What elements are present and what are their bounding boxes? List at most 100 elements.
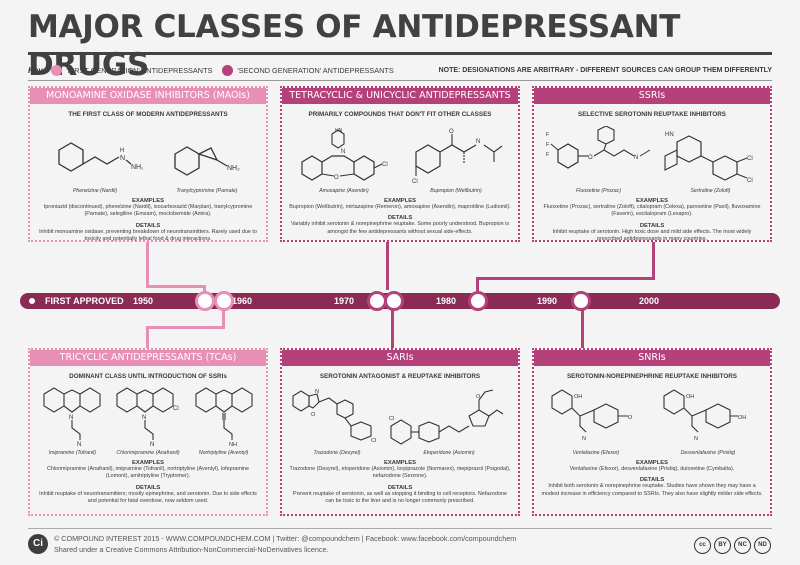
svg-text:N: N — [150, 442, 154, 448]
venlafaxine-structure: OH N O Venlafaxine (Efexor) — [546, 386, 646, 456]
desvenlafaxine-structure-icon: OH N OH — [663, 389, 746, 442]
nortriptyline-structure: NH Nortriptyline (Aventyl) — [192, 386, 256, 456]
etoperidone-structure-icon: Cl O — [389, 389, 504, 445]
snri-header: SNRIs — [534, 350, 770, 366]
maoi-card: MONOAMINE OXIDASE INHIBITORS (MAOIs) THE… — [28, 86, 268, 242]
sari-card: SARIs SEROTONIN ANTAGONIST & REUPTAKE IN… — [280, 348, 520, 516]
title-divider — [28, 52, 772, 55]
nortriptyline-caption: Nortriptyline (Aventyl) — [198, 450, 249, 456]
sari-subtitle: SEROTONIN ANTAGONIST & REUPTAKE INHIBITO… — [319, 373, 481, 380]
svg-text:NH₂: NH₂ — [131, 164, 143, 171]
maoi-structures: N H NH₂ Phenelzine (Nardil) NH₂ Tranylcy… — [30, 122, 266, 194]
maoi-subtitle: THE FIRST CLASS OF MODERN ANTIDEPRESSANT… — [68, 111, 228, 118]
tca-card: TRICYCLIC ANTIDEPRESSANTS (TCAs) DOMINAN… — [28, 348, 268, 516]
svg-text:HN: HN — [665, 132, 674, 138]
imipramine-caption: Imipramine (Tofranil) — [48, 450, 97, 456]
fluoxetine-structure: F F F O N Fluoxetine (Prozac) — [544, 126, 654, 194]
timeline-start-dot — [26, 295, 38, 307]
maoi-connector-h — [146, 285, 206, 288]
first-approved-label: FIRST APPROVED — [45, 296, 124, 306]
etoperidone-structure: Cl O Etoperidone (Axiomin) — [389, 386, 509, 456]
nc-icon: NC — [734, 536, 751, 554]
svg-text:Cl: Cl — [412, 179, 418, 185]
tetra-details-heading: DETAILS — [387, 215, 413, 222]
tranylcypromine-structure-icon: NH₂ — [174, 146, 240, 176]
by-icon: BY — [714, 536, 731, 554]
svg-text:NH: NH — [229, 442, 237, 448]
second-gen-label: 'SECOND GENERATION' ANTIDEPRESSANTS — [237, 65, 394, 75]
tetra-subtitle: PRIMARILY COMPOUNDS THAT DON'T FIT OTHER… — [308, 111, 492, 118]
snri-examples-heading: EXAMPLES — [636, 460, 668, 466]
decade-1960: 1960 — [232, 296, 253, 306]
fluoxetine-caption: Fluoxetine (Prozac) — [576, 188, 621, 194]
svg-text:N: N — [120, 155, 125, 162]
svg-text:O: O — [628, 415, 633, 421]
bupropion-structure-icon: Cl O N — [412, 129, 503, 185]
svg-text:O: O — [334, 175, 339, 181]
snri-examples: Venlafaxine (Efexor), desvenlafaxine (Pr… — [569, 466, 735, 472]
svg-text:O: O — [449, 129, 454, 135]
imipramine-structure: N N Imipramine (Tofranil) — [40, 386, 104, 456]
maoi-header: MONOAMINE OXIDASE INHIBITORS (MAOIs) — [30, 88, 266, 104]
svg-text:H: H — [120, 148, 124, 154]
maoi-details: Inhibit monoamine oxidase, preventing br… — [39, 228, 257, 242]
tetra-examples-heading: EXAMPLES — [384, 198, 416, 204]
svg-text:Cl: Cl — [382, 162, 388, 168]
svg-text:F: F — [546, 132, 550, 138]
svg-text:Cl: Cl — [747, 156, 753, 162]
tca-connector-v2 — [146, 326, 149, 350]
snri-details-heading: DETAILS — [639, 477, 665, 484]
key-label: Key: — [28, 65, 46, 75]
cc-licence-badges: cc BY NC ND — [694, 535, 772, 555]
sari-structures: O N Cl Trazodone (Desyrel) Cl O — [282, 384, 518, 456]
bupropion-structure: Cl O N Bupropion (Wellbutrin) — [406, 126, 506, 194]
snri-details: Inhibit both serotonin & norepinephrine … — [541, 483, 763, 497]
ssri-details-heading: DETAILS — [639, 222, 665, 229]
tca-structures: N N Imipramine (Tofranil) Cl N N Chlorim… — [30, 384, 266, 456]
bupropion-caption: Bupropion (Wellbutrin) — [430, 188, 482, 194]
snri-card: SNRIs SEROTONIN-NOREPINEPHRINE REUPTAKE … — [532, 348, 772, 516]
trazodone-structure-icon: O N Cl — [292, 389, 376, 444]
nortriptyline-structure-icon: NH — [195, 387, 253, 448]
maoi-examples: Iproniazid (discontinued), phenelzine (N… — [43, 204, 253, 218]
tca-header: TRICYCLIC ANTIDEPRESSANTS (TCAs) — [30, 350, 266, 366]
svg-text:Cl: Cl — [389, 416, 394, 422]
second-gen-swatch — [222, 64, 234, 76]
sari-details: Prevent reuptake of serotonin, as well a… — [293, 490, 507, 504]
sari-examples: Trazodone (Desyrel), etoperidone (Axiomi… — [289, 466, 511, 480]
sari-details-heading: DETAILS — [387, 484, 413, 491]
sertraline-structure: HN Cl Cl Sertraline (Zoloft) — [661, 126, 761, 194]
tca-examples: Chlorimipramine (Anafranil), imipramine … — [46, 466, 250, 480]
svg-text:N: N — [77, 442, 81, 448]
compound-interest-logo: Ci — [28, 534, 48, 554]
tranylcypromine-caption: Tranylcypromine (Parnate) — [176, 188, 238, 194]
ssri-connector-h — [476, 277, 655, 280]
tetra-examples: Bupropion (Wellbutrin), mirtazapine (Rem… — [289, 204, 511, 210]
svg-text:F: F — [546, 142, 550, 148]
svg-text:HN: HN — [335, 128, 343, 134]
amoxapine-structure: O N HN Cl Amoxapine (Asendin) — [294, 126, 394, 194]
svg-text:O: O — [476, 394, 481, 400]
key-legend: Key: 'FIRST GENERATION' ANTIDEPRESSANTS … — [28, 62, 772, 78]
chlorimipramine-structure-icon: Cl N N — [116, 387, 179, 448]
svg-text:N: N — [582, 436, 586, 442]
maoi-connector — [146, 240, 149, 288]
maoi-connector-v2 — [203, 285, 206, 295]
maoi-date-marker — [195, 291, 215, 311]
sari-connector — [391, 310, 394, 350]
snri-date-marker — [571, 291, 591, 311]
svg-text:N: N — [315, 389, 319, 395]
svg-text:OH: OH — [738, 415, 746, 421]
tetra-card: TETRACYCLIC & UNICYCLIC ANTIDEPRESSANTS … — [280, 86, 520, 242]
nd-icon: ND — [754, 536, 771, 554]
decade-1980: 1980 — [436, 296, 457, 306]
ssri-connector — [652, 240, 655, 280]
snri-structures: OH N O Venlafaxine (Efexor) OH N — [534, 384, 770, 456]
ssri-structures: F F F O N Fluoxetine (Prozac) HN — [534, 122, 770, 194]
svg-text:Cl: Cl — [747, 178, 753, 184]
tetra-header: TETRACYCLIC & UNICYCLIC ANTIDEPRESSANTS — [282, 88, 518, 104]
svg-text:N: N — [69, 415, 73, 421]
ssri-connector-v2 — [476, 277, 479, 291]
venlafaxine-caption: Venlafaxine (Efexor) — [572, 450, 620, 456]
svg-text:N: N — [476, 139, 480, 145]
